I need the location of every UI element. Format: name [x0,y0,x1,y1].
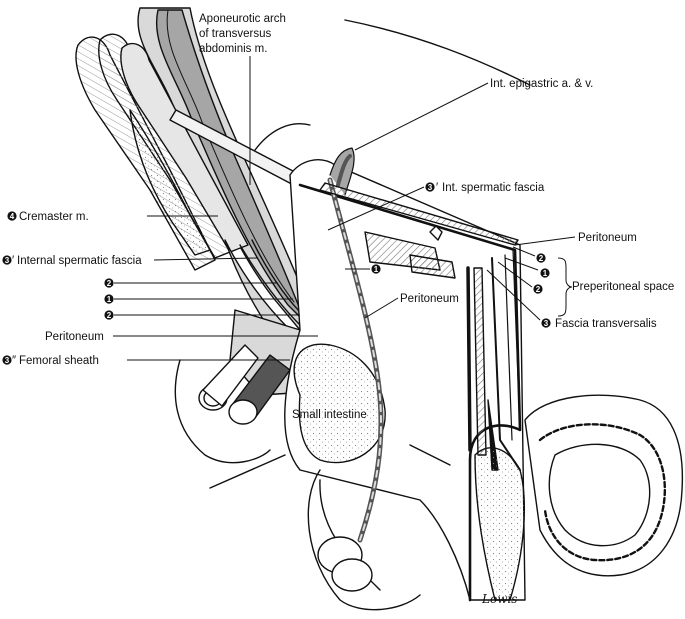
svg-text:2: 2 [107,311,112,320]
cord-layer-a [239,244,301,326]
svg-text:3: 3 [5,256,10,265]
fascia-transversalis-band [319,182,519,246]
label-int-spermatic-fascia-prime: Int. spermatic fascia [442,182,545,194]
markers: 4 3 2 1 2 3 3 1 [2,182,551,365]
svg-text:1: 1 [543,269,548,278]
leader-m2-right-b [497,261,533,288]
label-aponeurotic-arch-1: Aponeurotic arch [199,13,286,25]
label-aponeurotic-arch-3: abdominis m. [199,43,267,55]
svg-text:1: 1 [107,295,112,304]
marker-2-right-b: 2 [533,284,543,294]
vertical-fascia-3 [504,254,513,441]
preperitoneal-fat-2 [409,254,456,279]
leader-epigastric [354,82,489,151]
marker-2-lower: 2 [104,310,114,320]
marker-1-right: 1 [371,264,381,274]
leader-peritoneum-center [364,297,399,319]
anatomy-drawing [75,7,684,611]
leader-lines [113,56,576,361]
leader-m2-right-top [512,246,536,257]
marker-3prime-int-spermatic: 3 [425,182,435,192]
svg-text:2: 2 [107,279,112,288]
svg-text:2: 2 [536,285,541,294]
label-aponeurotic-arch-2: of transversus [199,28,271,40]
artist-signature: Lowis [481,592,517,606]
rectum-wall [538,423,666,562]
svg-text:3: 3 [544,319,549,328]
leader-m1-right-b [504,257,539,271]
oblique-muscle-3 [120,42,249,253]
preperitoneal-brace [557,257,573,317]
testis-2 [331,558,373,592]
marker-1-right-b: 1 [540,268,550,278]
marker-1-left: 1 [104,294,114,304]
marker-3-fascia-transversalis: 3 [541,318,551,328]
svg-text:3: 3 [428,183,433,192]
rectum-lumen [548,443,651,547]
scrotal-outline [307,469,421,611]
body-contour-upper [254,123,311,151]
leader-m3-right [486,269,541,321]
epigastric-vessel-dark [336,154,352,187]
marker-4-cremaster: 4 [7,211,17,221]
vertical-fascia-4 [512,249,521,431]
vas-deferens-inner [329,179,382,541]
svg-text:3: 3 [5,356,10,365]
label-cremaster: Cremaster m. [19,211,89,223]
label-peritoneum-center: Peritoneum [400,293,459,305]
label-peritoneum-left: Peritoneum [45,331,104,343]
femoral-vein-end [228,399,258,425]
leader-internal-spermatic [153,257,259,261]
thigh-lower-line [209,454,286,489]
fat-nodule [429,225,443,241]
label-double-prime-mark: ″ [12,355,16,367]
labels: Aponeurotic arch of transversus abdomini… [12,13,674,606]
label-prime-mark-2: ′ [12,255,14,267]
peritoneum-sac [284,159,526,601]
label-internal-spermatic-fascia: Internal spermatic fascia [17,255,142,267]
leader-peritoneum-top [514,236,576,246]
small-intestine-loop [293,343,386,464]
svg-text:4: 4 [10,212,15,221]
label-fascia-transversalis: Fascia transversalis [555,318,657,330]
label-int-epigastric: Int. epigastric a. & v. [490,78,593,90]
label-prime-mark-1: ′ [436,182,438,194]
pubic-bone [474,447,525,601]
svg-text:1: 1 [374,265,379,274]
marker-2-right-top: 2 [536,253,546,263]
thigh-outline [174,359,271,464]
vertical-fascia-1 [466,266,472,452]
marker-3doubleprime-femoral: 3 [2,355,12,365]
label-small-intestine: Small intestine [292,409,367,421]
label-femoral-sheath: Femoral sheath [19,355,99,367]
label-peritoneum-top-right: Peritoneum [578,232,637,244]
leader-int-spermatic-prime [327,186,425,231]
body-contour-top [344,19,531,86]
stippled-muscle [129,109,211,256]
pelvic-floor-line [409,444,451,466]
marker-3prime-internal-spermatic: 3 [2,255,12,265]
marker-2-upper: 2 [104,278,114,288]
svg-text:2: 2 [539,254,544,263]
label-preperitoneal-space: Preperitoneal space [572,281,674,293]
